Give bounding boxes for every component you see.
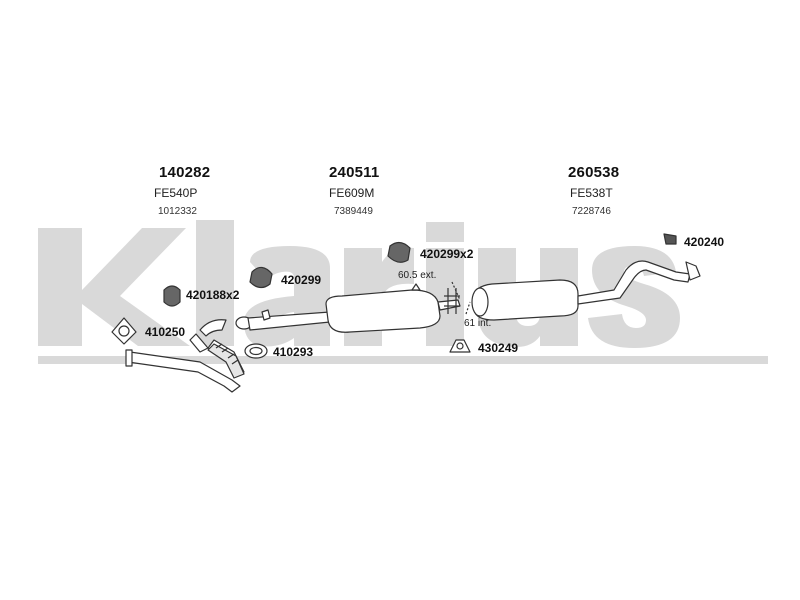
part-label-420299: 420299 bbox=[281, 273, 322, 287]
model-code-fe540p: FE540P bbox=[154, 186, 198, 200]
front-pipe-drawing bbox=[125, 319, 245, 393]
part-label-430249: 430249 bbox=[478, 341, 519, 355]
mount-420299x2-drawing bbox=[387, 241, 411, 263]
mount-420188-drawing bbox=[163, 285, 181, 307]
oem-number-7389449: 7389449 bbox=[334, 206, 373, 217]
mount-420299-drawing bbox=[249, 266, 273, 289]
middle-silencer-drawing bbox=[235, 283, 461, 333]
oem-number-7228746: 7228746 bbox=[572, 206, 611, 217]
part-number-140282: 140282 bbox=[159, 164, 211, 181]
part-label-410250: 410250 bbox=[145, 325, 186, 339]
joint-markers bbox=[444, 281, 471, 315]
part-label-420299x2: 420299x2 bbox=[420, 247, 474, 261]
note-60-5-ext: 60.5 ext. bbox=[398, 270, 437, 281]
mount-430249-drawing bbox=[449, 339, 471, 353]
model-code-fe609m: FE609M bbox=[329, 186, 375, 200]
oem-number-1012332: 1012332 bbox=[158, 206, 197, 217]
part-label-410293: 410293 bbox=[273, 345, 314, 359]
part-number-240511: 240511 bbox=[329, 164, 380, 181]
gasket-410250-drawing bbox=[111, 317, 137, 345]
ring-410293-drawing bbox=[244, 343, 268, 359]
model-code-fe538t: FE538T bbox=[570, 186, 613, 200]
part-label-420240: 420240 bbox=[684, 235, 725, 249]
part-label-420188x2: 420188x2 bbox=[186, 288, 240, 302]
note-61-int: 61 int. bbox=[464, 318, 492, 329]
part-number-260538: 260538 bbox=[568, 164, 620, 181]
rear-silencer-drawing bbox=[471, 260, 701, 321]
clamp-420240-drawing bbox=[663, 233, 677, 245]
